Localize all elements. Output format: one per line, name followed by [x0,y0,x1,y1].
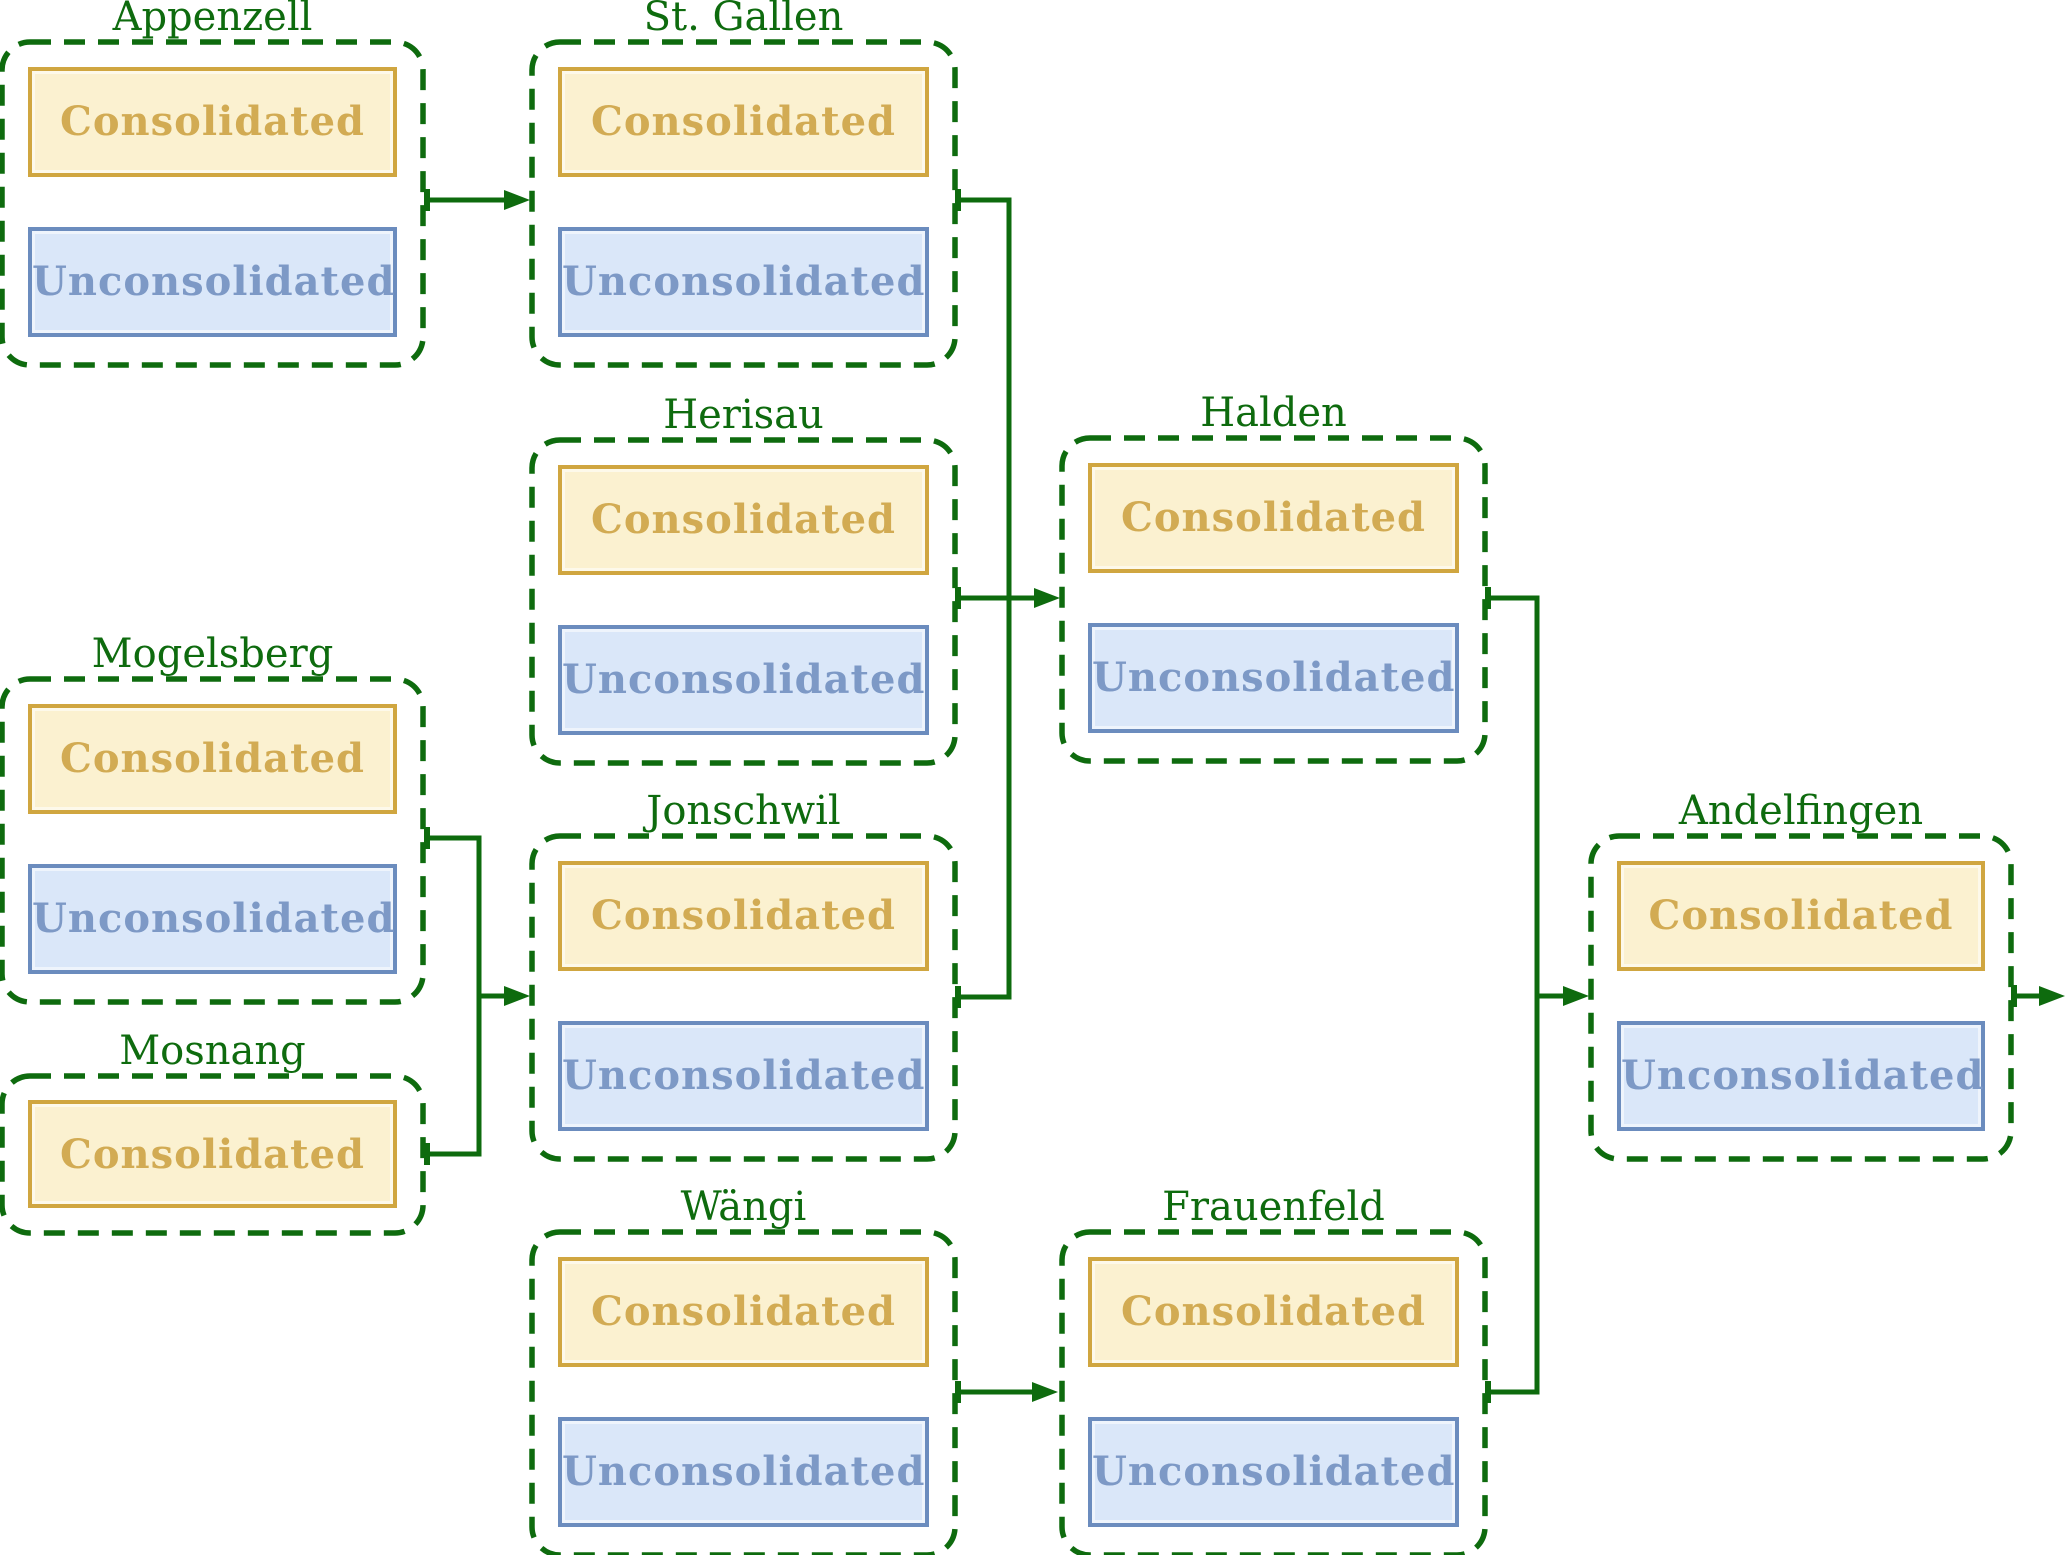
consolidated-node: Consolidated [1088,463,1459,573]
arrowhead-into-andelfingen [1563,986,1589,1006]
unconsolidated-node: Unconsolidated [1617,1021,1985,1131]
station-halden: Halden Consolidated Unconsolidated [1062,391,1485,761]
arrowhead-into-jonschwil [504,986,530,1006]
station-mosnang: Mosnang Consolidated [2,1029,423,1233]
consolidated-node: Consolidated [28,704,397,814]
station-mogelsberg: Mogelsberg Consolidated Unconsolidated [2,632,423,1002]
station-title: Mosnang [119,1028,306,1074]
unconsolidated-node: Unconsolidated [558,1417,929,1527]
station-frame-appenzell [0,39,426,368]
unconsolidated-node: Unconsolidated [1088,1417,1459,1527]
unconsolidated-node: Unconsolidated [1088,623,1459,733]
unconsolidated-node: Unconsolidated [558,227,929,337]
consolidated-node: Consolidated [1617,861,1985,971]
arrowhead-into-stgallen [504,190,530,210]
station-st-gallen: St. Gallen Consolidated Unconsolidated [532,0,955,365]
edge-mogelsberg-mosnang-trunk [427,835,482,1157]
consolidated-node: Consolidated [558,861,929,971]
consolidated-node: Consolidated [558,1257,929,1367]
station-herisau: Herisau Consolidated Unconsolidated [532,393,955,763]
station-title: Andelfingen [1678,788,1924,834]
station-title: Herisau [663,392,824,438]
station-frame-mogelsberg [0,676,426,1005]
consolidated-node: Consolidated [558,465,929,575]
station-appenzell: Appenzell Consolidated Unconsolidated [2,0,423,365]
station-title: Mogelsberg [91,631,334,677]
unconsolidated-node: Unconsolidated [28,227,397,337]
consolidated-node: Consolidated [28,1100,397,1208]
station-wangi: Wängi Consolidated Unconsolidated [532,1185,955,1555]
station-title: St. Gallen [643,0,844,40]
consolidated-node: Consolidated [28,67,397,177]
arrowhead-into-frauenfeld [1032,1382,1058,1402]
station-frame-mosnang [0,1073,426,1236]
unconsolidated-node: Unconsolidated [558,625,929,735]
station-frame-andelfingen [1588,833,2014,1162]
station-jonschwil: Jonschwil Consolidated Unconsolidated [532,789,955,1159]
consolidated-node: Consolidated [1088,1257,1459,1367]
arrowhead-into-halden [1034,588,1060,608]
unconsolidated-node: Unconsolidated [558,1021,929,1131]
station-title: Halden [1200,390,1347,436]
station-andelfingen: Andelfingen Consolidated Unconsolidated [1591,789,2011,1159]
station-title: Appenzell [112,0,313,40]
consolidated-node: Consolidated [558,67,929,177]
arrowhead-outflow [2039,986,2065,1006]
station-title: Frauenfeld [1162,1184,1385,1230]
edge-halden-frauenfeld-trunk [1488,595,1540,1395]
station-title: Jonschwil [646,788,841,834]
station-frauenfeld: Frauenfeld Consolidated Unconsolidated [1062,1185,1485,1555]
station-title: Wängi [680,1184,807,1230]
unconsolidated-node: Unconsolidated [28,864,397,974]
